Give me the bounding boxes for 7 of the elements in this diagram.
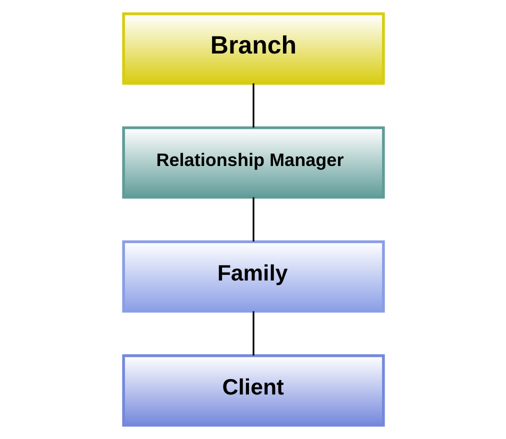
node-box: Client <box>122 354 384 427</box>
connector <box>252 197 254 242</box>
connector <box>252 83 254 128</box>
node-box: Family <box>122 240 384 313</box>
node-box: Branch <box>122 12 384 85</box>
connector <box>252 311 254 356</box>
node-box: Relationship Manager <box>122 126 384 199</box>
